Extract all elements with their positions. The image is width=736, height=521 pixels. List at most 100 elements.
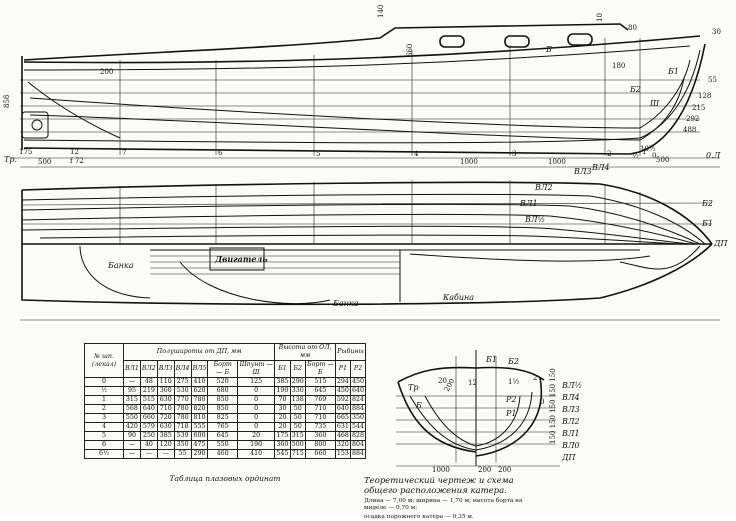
offsets-table: № шп. (лекал) Полушироты от ДП, мм Высот… <box>84 343 367 459</box>
table-cell: 330 <box>289 386 306 396</box>
plan-label-vl4: ВЛ4 <box>591 163 610 172</box>
dim-858: 858 <box>3 95 11 108</box>
bp-label-dp: ДП <box>561 453 577 462</box>
table-cell: 219 <box>139 386 158 396</box>
plan-label-vl-half: ВЛ½ <box>524 215 545 224</box>
table-cell: 765 <box>207 422 238 432</box>
table-cell: 175 <box>274 431 291 441</box>
table-cell: — <box>156 449 175 459</box>
table-cell: 568 <box>123 404 141 414</box>
dim-10: 10 <box>596 13 604 22</box>
table-cell: 515 <box>304 377 336 387</box>
table-cell: 0 <box>236 422 276 432</box>
table-cell: 555 <box>190 422 209 432</box>
chine-line <box>23 49 701 144</box>
th-col-6: Шпунт — Ш <box>236 360 276 378</box>
body-plan: 1000 200 200 200 12 20 Б1 Б2 Тр 1½ 2 Р2 … <box>396 350 582 474</box>
profile-view: 140 10 80 200 858 175 500 12 f 72 1000 1… <box>3 5 721 168</box>
caption-title: Теоретический чертеж и схема общего расп… <box>364 476 514 496</box>
th-col-3: ВЛ4 <box>173 360 192 378</box>
dim-175: 175 <box>19 148 32 156</box>
porthole-1 <box>439 35 465 48</box>
dim-30: 30 <box>712 28 721 36</box>
plan-deck-outline <box>21 181 713 245</box>
table-cell: 385 <box>156 431 175 441</box>
th-col-1: ВЛ2 <box>139 360 158 378</box>
table-cell: 530 <box>173 386 192 396</box>
table-cell: 579 <box>139 422 158 432</box>
table-row-station: 5 <box>84 431 124 441</box>
stern-curve <box>27 81 121 139</box>
bp-label-vl4: ВЛ4 <box>561 393 580 402</box>
table-cell: 20 <box>274 422 291 432</box>
deck-line <box>23 45 691 71</box>
table-cell: 550 <box>207 440 238 450</box>
table-cell: 410 <box>190 377 209 387</box>
plan-label-dp: ДП <box>713 239 729 248</box>
label-ol: 0.Л <box>706 151 721 160</box>
table-cell: 640 <box>349 386 367 396</box>
station-5: 5 <box>316 150 320 158</box>
label-cabin: Кабина <box>442 293 474 302</box>
table-cell: 710 <box>304 404 336 414</box>
bp-section-aft <box>397 381 477 453</box>
table-cell: 804 <box>349 440 367 450</box>
table-cell: 20 <box>274 413 291 423</box>
label-engine: Двигатель <box>214 254 268 264</box>
bp-frame-2 <box>424 395 477 447</box>
table-cell: 385 <box>274 377 291 387</box>
table-cell: 290 <box>289 377 306 387</box>
th-ribs: Рыбины <box>334 343 367 361</box>
th-heights: Высота от ОЛ, мм <box>274 343 336 361</box>
bow-curve <box>619 245 701 270</box>
bp-label-b1: Б1 <box>485 355 497 364</box>
bp-dim-20: 20 <box>438 377 447 385</box>
dim-500-right: 500 <box>656 156 669 164</box>
table-row-station: 3 <box>84 413 124 423</box>
table-cell: 825 <box>207 413 238 423</box>
porthole-2 <box>504 35 530 48</box>
bp-dim-12: 12 <box>468 379 477 387</box>
dim-1000-b: 1000 <box>548 158 566 166</box>
table-cell: 520 <box>207 377 238 387</box>
table-cell: 770 <box>173 395 192 405</box>
table-cell: 360 <box>304 431 336 441</box>
bp-label-vl-half: ВЛ½ <box>561 381 582 390</box>
table-cell: 769 <box>304 395 336 405</box>
table-cell: 544 <box>349 422 367 432</box>
bp-frame-1 <box>409 395 477 451</box>
label-sh: Ш <box>649 99 660 108</box>
plan-label-vl3: ВЛ3 <box>573 167 592 176</box>
bp-sheer <box>397 366 545 383</box>
table-cell: 70 <box>274 395 291 405</box>
table-cell: — <box>139 449 158 459</box>
label-b: Б <box>545 45 552 54</box>
bp-label-vl0: ВЛ0 <box>561 441 580 450</box>
table-cell: 95 <box>123 386 141 396</box>
table-cell: 153 <box>334 449 351 459</box>
porthole-3 <box>567 33 593 46</box>
table-cell: 828 <box>349 431 367 441</box>
table-cell: 190 <box>274 386 291 396</box>
offsets-table-container: № шп. (лекал) Полушироты от ДП, мм Высот… <box>84 343 367 459</box>
table-cell: 360 <box>274 440 291 450</box>
table-cell: 800 <box>304 440 336 450</box>
table-cell: 48 <box>139 377 158 387</box>
dim-215: 215 <box>692 104 705 112</box>
table-cell: 631 <box>334 422 351 432</box>
table-cell: 640 <box>334 404 351 414</box>
station-3: 3 <box>512 150 516 158</box>
table-cell: 0 <box>236 413 276 423</box>
table-cell: 290 <box>190 449 209 459</box>
table-cell: 539 <box>173 431 192 441</box>
table-cell: — <box>123 440 141 450</box>
table-cell: 780 <box>173 413 192 423</box>
table-cell: 420 <box>123 422 141 432</box>
